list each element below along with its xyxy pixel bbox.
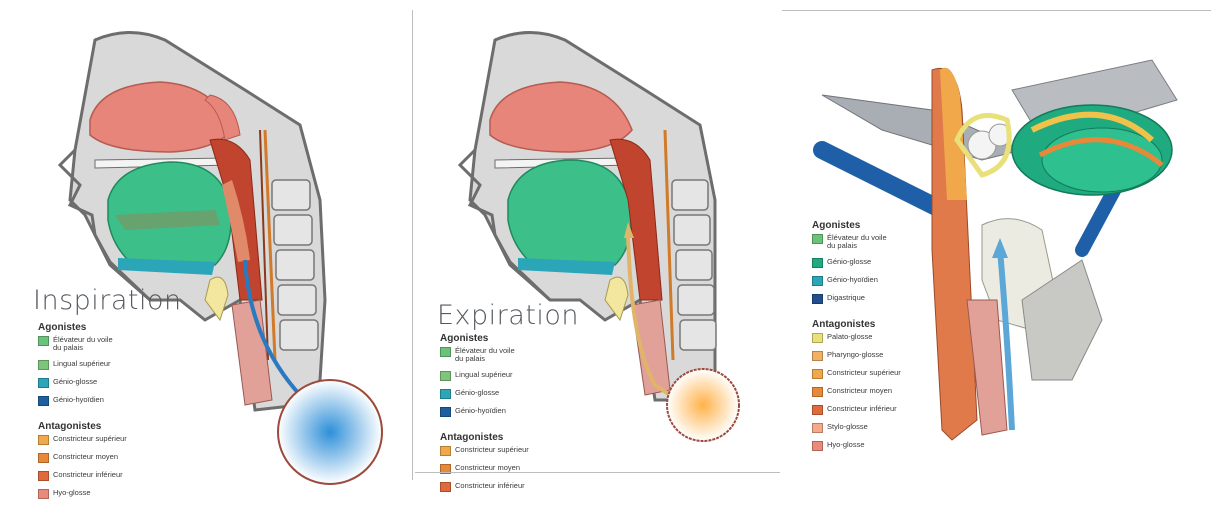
legend-item: Génio-glosse [812, 258, 942, 268]
panel-divider [415, 472, 780, 473]
legend-item: Hyo-glosse [38, 489, 178, 499]
legend-label: Pharyngo-glosse [827, 351, 883, 359]
legend-item: Génio-hyoïdien [38, 396, 178, 406]
legend-item: Constricteur inférieur [440, 482, 580, 492]
inspiration-title: Inspiration [33, 285, 182, 316]
agonistes-heading: Agonistes [812, 220, 942, 231]
legend-item: Constricteur moyen [38, 453, 178, 463]
legend-swatch [812, 276, 823, 286]
legend-item: Constricteur inférieur [38, 471, 178, 481]
legend-swatch [812, 405, 823, 415]
legend-label: Constricteur moyen [827, 387, 892, 395]
legend-swatch [38, 435, 49, 445]
legend-label: Hyo-glosse [53, 489, 91, 497]
legend-item: Stylo-glosse [812, 423, 942, 433]
lung-balloon-deflated [667, 369, 739, 441]
legend-item: Hyo-glosse [812, 441, 942, 451]
legend-swatch [440, 347, 451, 357]
legend-label: Stylo-glosse [827, 423, 868, 431]
legend-label: Constricteur supérieur [455, 446, 529, 454]
lung-balloon-inflated [278, 380, 382, 484]
legend-item: Constricteur moyen [812, 387, 942, 397]
legend-swatch [812, 333, 823, 343]
antagonistes-heading: Antagonistes [812, 319, 942, 330]
inspiration-panel: Inspiration Agonistes Élévateur du voile… [0, 0, 410, 485]
legend-label: Constricteur inférieur [53, 471, 123, 479]
legend-label: Génio-glosse [827, 258, 871, 266]
legend-item: Constricteur supérieur [812, 369, 942, 379]
legend-label: Constricteur moyen [53, 453, 118, 461]
legend-swatch [38, 471, 49, 481]
legend-swatch [812, 294, 823, 304]
legend-label: Constricteur inférieur [827, 405, 897, 413]
antagonistes-heading: Antagonistes [38, 421, 178, 432]
legend-swatch [38, 453, 49, 463]
legend-label: Génio-glosse [455, 389, 499, 397]
legend-item: Élévateur du voile du palais [440, 347, 580, 363]
legend-item: Génio-hyoïdien [440, 407, 580, 417]
legend-label: Palato-glosse [827, 333, 872, 341]
legend-label: Digastrique [827, 294, 865, 302]
legend-swatch [812, 369, 823, 379]
legend-swatch [38, 360, 49, 370]
muscle-3d-legend: Agonistes Élévateur du voile du palais G… [812, 220, 942, 459]
legend-label: Génio-hyoïdien [455, 407, 506, 415]
expiration-legend: Agonistes Élévateur du voile du palais L… [440, 333, 580, 500]
legend-item: Constricteur supérieur [440, 446, 580, 456]
expiration-panel: Expiration Agonistes Élévateur du voile … [415, 0, 780, 485]
legend-label: Élévateur du voile du palais [53, 336, 113, 352]
agonistes-heading: Agonistes [38, 322, 178, 333]
legend-label: Constricteur supérieur [827, 369, 901, 377]
legend-label: Hyo-glosse [827, 441, 865, 449]
legend-swatch [440, 389, 451, 399]
legend-item: Constricteur supérieur [38, 435, 178, 445]
expiration-title: Expiration [437, 300, 579, 331]
legend-item: Constricteur inférieur [812, 405, 942, 415]
legend-item: Élévateur du voile du palais [38, 336, 178, 352]
legend-label: Élévateur du voile du palais [827, 234, 887, 250]
legend-swatch [440, 446, 451, 456]
legend-label: Constricteur supérieur [53, 435, 127, 443]
legend-swatch [440, 407, 451, 417]
legend-swatch [812, 387, 823, 397]
legend-item: Pharyngo-glosse [812, 351, 942, 361]
antagonistes-heading: Antagonistes [440, 432, 580, 443]
muscle-3d-panel: Agonistes Élévateur du voile du palais G… [782, 0, 1211, 485]
legend-label: Lingual supérieur [455, 371, 513, 379]
legend-label: Constricteur moyen [455, 464, 520, 472]
legend-swatch [440, 371, 451, 381]
legend-label: Génio-hyoïdien [53, 396, 104, 404]
legend-label: Constricteur inférieur [455, 482, 525, 490]
legend-swatch [812, 423, 823, 433]
legend-item: Génio-hyoïdien [812, 276, 942, 286]
agonistes-heading: Agonistes [440, 333, 580, 344]
legend-label: Lingual supérieur [53, 360, 111, 368]
legend-swatch [440, 482, 451, 492]
legend-item: Génio-glosse [38, 378, 178, 388]
legend-label: Génio-glosse [53, 378, 97, 386]
legend-swatch [812, 351, 823, 361]
legend-swatch [812, 258, 823, 268]
inspiration-legend: Agonistes Élévateur du voile du palais L… [38, 322, 178, 507]
legend-label: Élévateur du voile du palais [455, 347, 515, 363]
legend-swatch [38, 336, 49, 346]
legend-swatch [812, 441, 823, 451]
legend-label: Génio-hyoïdien [827, 276, 878, 284]
legend-item: Palato-glosse [812, 333, 942, 343]
legend-swatch [38, 396, 49, 406]
tongue [508, 160, 631, 265]
panel-divider [412, 10, 413, 480]
legend-swatch [38, 489, 49, 499]
legend-item: Lingual supérieur [440, 371, 580, 381]
legend-item: Élévateur du voile du palais [812, 234, 942, 250]
legend-swatch [38, 378, 49, 388]
legend-item: Digastrique [812, 294, 942, 304]
legend-item: Lingual supérieur [38, 360, 178, 370]
legend-swatch [812, 234, 823, 244]
legend-item: Génio-glosse [440, 389, 580, 399]
